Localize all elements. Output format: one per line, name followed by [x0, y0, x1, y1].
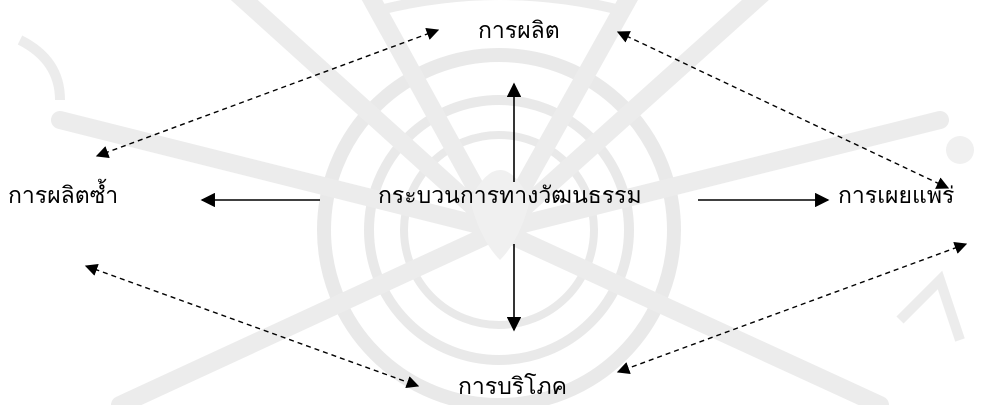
arrow-left-bottom-dashed: [84, 263, 420, 389]
node-consumption: การบริโภค: [458, 374, 568, 400]
node-distribution: การเผยแพร่: [838, 183, 955, 209]
node-production: การผลิต: [478, 18, 560, 44]
arrow-top-left-dashed: [95, 28, 440, 158]
node-cultural-process: กระบวนการทางวัฒนธรรม: [378, 183, 642, 209]
arrow-top-right-dashed: [616, 31, 950, 189]
node-reproduction: การผลิตซ้ำ: [8, 183, 119, 209]
arrow-right-bottom-dashed: [616, 242, 968, 374]
